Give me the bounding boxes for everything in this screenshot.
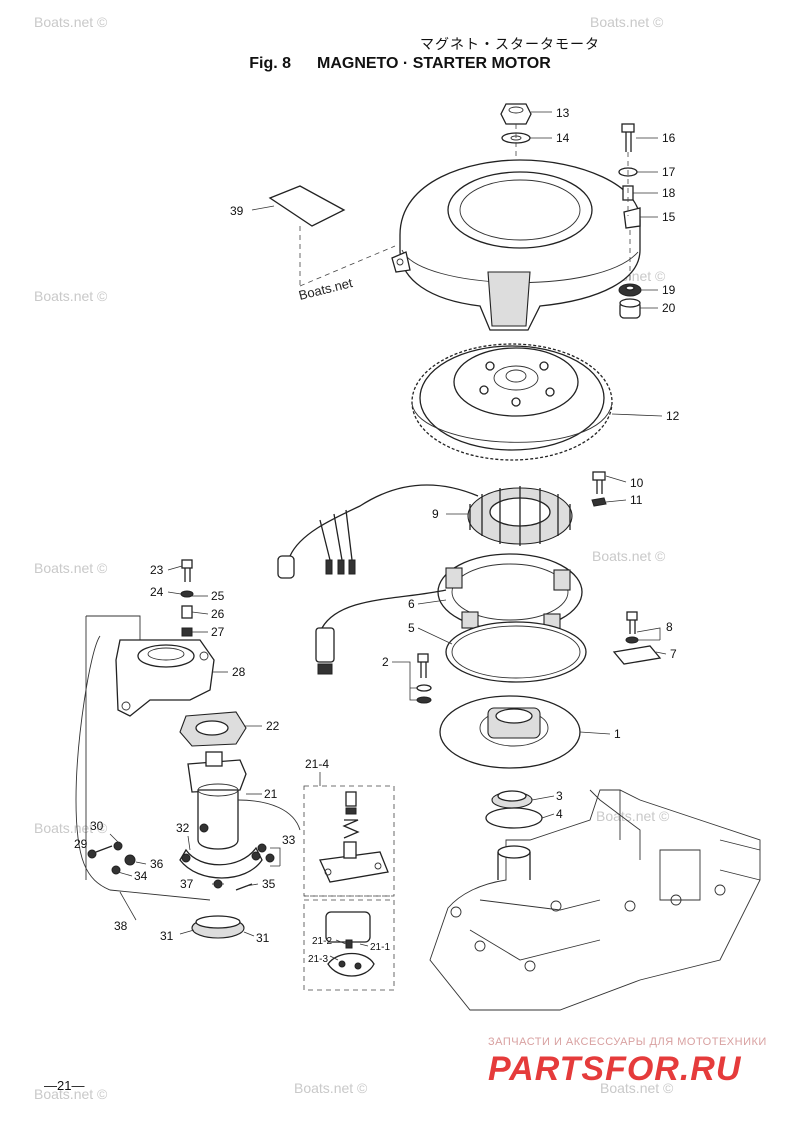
- callout: 18: [662, 186, 676, 200]
- callout: 11: [630, 493, 643, 507]
- callout: 21-4: [305, 757, 329, 771]
- rubber-band-31-drawing: [191, 915, 245, 939]
- callout: 21-2: [312, 936, 332, 947]
- callout: 22: [266, 719, 280, 733]
- brand-subtitle: ЗАПЧАСТИ И АКСЕССУАРЫ ДЛЯ МОТОТЕХНИКИ: [488, 1036, 767, 1048]
- watermark: Boats.net ©: [34, 1086, 108, 1102]
- watermark: Boats.net ©: [592, 548, 666, 564]
- detail-box-21-4: [303, 785, 395, 991]
- powerhead-drawing: [429, 789, 761, 1011]
- pulser-coil-6-drawing: [315, 553, 587, 683]
- callout: 30: [90, 819, 104, 833]
- callout: 38: [114, 919, 128, 933]
- callout: 32: [176, 821, 190, 835]
- watermark: Boats.net ©: [600, 1080, 674, 1096]
- callout: 28: [232, 665, 246, 679]
- callout: 10: [630, 476, 644, 490]
- callout: 5: [408, 621, 415, 635]
- callout: 6: [408, 597, 415, 611]
- figure-title: Fig. 8 MAGNETO · STARTER MOTOR: [0, 55, 800, 73]
- watermark: Boats.net ©: [34, 560, 108, 576]
- callout: 33: [282, 833, 296, 847]
- watermark: Boats.net ©: [294, 1080, 368, 1096]
- callout: 21-3: [308, 954, 328, 965]
- callout: 31: [160, 929, 174, 943]
- callout: 20: [662, 301, 676, 315]
- bolt-8-drawing: [612, 611, 662, 665]
- callout: 24: [150, 585, 164, 599]
- starter-bracket-28-drawing: [75, 615, 215, 901]
- callout: 31: [256, 931, 270, 945]
- flywheel-cover-drawing: [391, 159, 641, 331]
- watermark: Boats.net ©: [34, 288, 108, 304]
- callout: 25: [211, 589, 225, 603]
- callout: 37: [180, 877, 194, 891]
- starter-motor-21-drawing: [187, 751, 301, 850]
- callout: 9: [432, 507, 439, 521]
- callout: 3: [556, 789, 563, 803]
- callout: 7: [670, 647, 677, 661]
- callout: 8: [666, 620, 673, 634]
- callout: 12: [666, 409, 680, 423]
- bolt-16-drawing: [618, 123, 638, 216]
- inline-watermark: Boats.net: [297, 275, 354, 303]
- callout: 17: [662, 165, 676, 179]
- callout: 13: [556, 106, 570, 120]
- callout: 36: [150, 857, 164, 871]
- callout: 23: [150, 563, 164, 577]
- figure-title-english: MAGNETO · STARTER MOTOR: [317, 55, 551, 72]
- callout: 26: [211, 607, 225, 621]
- stator-base-1-drawing: [439, 695, 581, 769]
- page-number: —21—: [44, 1078, 85, 1093]
- bolt-10-drawing: [591, 471, 607, 507]
- nut-13-drawing: [500, 103, 532, 176]
- callout: 4: [556, 807, 563, 821]
- callout: 19: [662, 283, 676, 297]
- callout: 14: [556, 131, 570, 145]
- callout: 16: [662, 131, 676, 145]
- callout: 15: [662, 210, 676, 224]
- stator-9-drawing: [277, 484, 573, 579]
- callout: 35: [262, 877, 276, 891]
- flywheel-12-drawing: [411, 343, 613, 461]
- callout: 39: [230, 204, 244, 218]
- callout: 27: [211, 625, 225, 639]
- title-japanese: マグネト・スタータモータ: [420, 37, 600, 53]
- watermark: Boats.net ©: [34, 14, 108, 30]
- bolt-2-drawing: [416, 653, 432, 704]
- decal-39-drawing: [268, 185, 396, 287]
- leader-lines: [109, 111, 667, 961]
- bushing-3-drawing: [485, 790, 543, 829]
- brand-logo-text: PARTSFOR.RU: [488, 1050, 742, 1088]
- callout: 1: [614, 727, 621, 741]
- callout: 29: [74, 837, 88, 851]
- watermark: Boats.net ©: [34, 820, 108, 836]
- callout: 21-1: [370, 942, 390, 953]
- callout: 2: [382, 655, 389, 669]
- starter-band-32-drawing: [179, 846, 263, 879]
- figure-number: Fig. 8: [249, 55, 291, 72]
- callout-labels: 13 14 16 17 18 15 39 19 20 12 10 11 9 23…: [74, 106, 680, 965]
- watermark: Boats.net ©: [596, 808, 670, 824]
- callout: 34: [134, 869, 148, 883]
- bolt-23-drawing: [180, 559, 194, 637]
- watermark: Boats.net ©: [590, 14, 664, 30]
- callout: 21: [264, 787, 278, 801]
- gasket-22-drawing: [179, 711, 247, 747]
